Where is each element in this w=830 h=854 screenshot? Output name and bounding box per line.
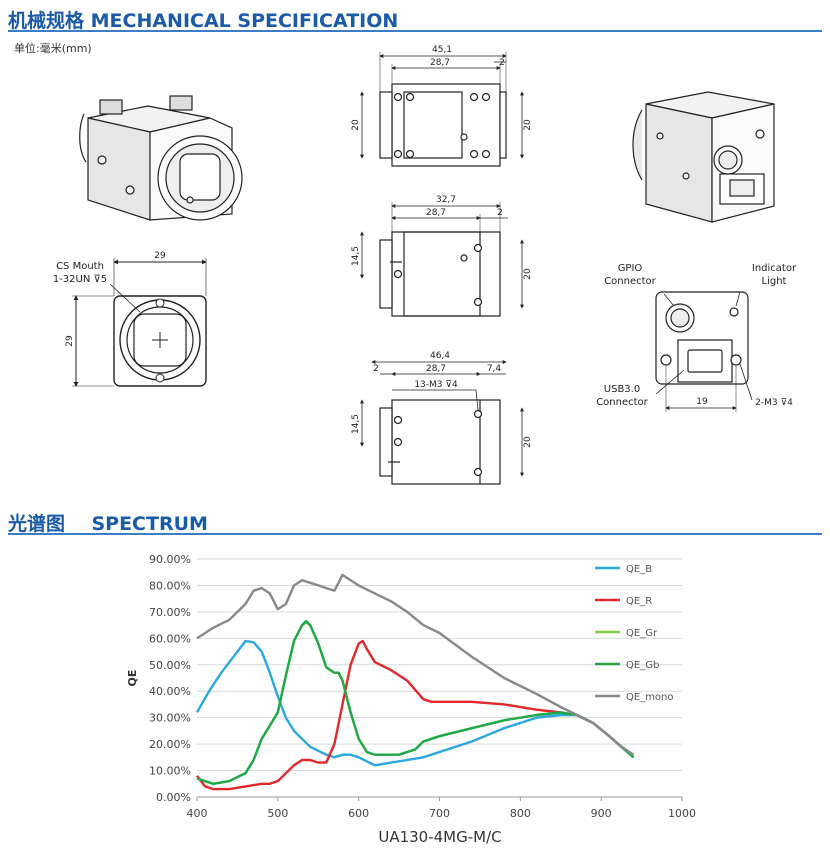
bottom-left-height-dim: 14,5 — [351, 414, 361, 434]
cs-mount-label: CS Mouth — [56, 261, 104, 272]
top-right-height-dim: 20 — [523, 119, 533, 131]
x-tick-label: 400 — [187, 807, 208, 820]
legend-label: QE_mono — [626, 692, 674, 703]
side-overall-dim: 32,7 — [436, 195, 456, 205]
chart-axes: 0.00% 10.00% 20.00% 30.00% 40.00% 50.00% 60.00… — [149, 553, 696, 820]
bottom-view-drawing — [379, 399, 501, 485]
y-tick-label: 50.00% — [149, 659, 191, 672]
qe-spectrum-chart: 0.00% 10.00% 20.00% 30.00% 40.00% 50.00% 60.00… — [126, 553, 696, 846]
top-overall-dim: 45,1 — [432, 45, 452, 55]
mechanical-title: 机械规格 MECHANICAL SPECIFICATION — [8, 10, 399, 32]
series-line-qe-b — [195, 639, 635, 767]
side-body-dim: 28,7 — [426, 208, 446, 218]
top-view-drawing — [379, 83, 507, 167]
side-right-height-dim: 20 — [523, 268, 533, 280]
section-divider — [8, 30, 822, 32]
mechanical-drawings: 29 29 CS Mouth 1-32UN ⊽5 45,1 28,7 2 20 … — [53, 45, 797, 485]
usb-connector-label: Connector — [596, 397, 648, 408]
series-line-qe-mono — [196, 573, 635, 756]
y-axis-label: QE — [126, 670, 139, 687]
x-tick-label: 900 — [591, 807, 612, 820]
x-axis-label: UA130-4MG-M/C — [378, 828, 501, 846]
legend-label: QE_Gb — [626, 660, 659, 671]
legend-label: QE_B — [626, 564, 652, 575]
top-left-height-dim: 20 — [351, 119, 361, 131]
rear-view-drawing — [655, 291, 749, 385]
rear-spacing-dim: 19 — [696, 397, 708, 407]
side-offset-dim: 2 — [497, 208, 503, 218]
bottom-right-height-dim: 20 — [523, 436, 533, 448]
front-height-dim: 29 — [65, 335, 75, 347]
chart-series — [195, 573, 635, 791]
y-tick-label: 30.00% — [149, 712, 191, 725]
bottom-body-dim: 28,7 — [426, 364, 446, 374]
mechanical-header: 机械规格 MECHANICAL SPECIFICATION — [8, 6, 822, 32]
camera-iso-back-illustration — [632, 91, 775, 223]
legend-label: QE_Gr — [626, 628, 658, 639]
top-body-dim: 28,7 — [430, 58, 450, 68]
spectrum-header: 光谱图 SPECTRUM — [8, 509, 822, 535]
gpio-connector-label: Connector — [604, 276, 656, 287]
section-divider — [8, 533, 822, 535]
y-tick-label: 90.00% — [149, 553, 191, 566]
bottom-left-offset-dim: 2 — [373, 364, 379, 374]
y-tick-label: 20.00% — [149, 738, 191, 751]
bottom-right-offset-dim: 7,4 — [487, 364, 502, 374]
series-line-qe-gb — [196, 619, 635, 785]
camera-iso-front-illustration — [79, 95, 243, 221]
series-line-qe-r — [196, 639, 635, 791]
x-tick-label: 700 — [429, 807, 450, 820]
y-tick-label: 70.00% — [149, 606, 191, 619]
bottom-overall-dim: 46,4 — [430, 351, 450, 361]
y-tick-label: 10.00% — [149, 765, 191, 778]
top-offset-dim: 2 — [499, 58, 505, 68]
bottom-screw-label: 13-M3 ⊽4 — [414, 380, 458, 390]
front-view-drawing — [72, 258, 207, 387]
y-tick-label: 60.00% — [149, 632, 191, 645]
y-tick-label: 0.00% — [156, 791, 191, 804]
y-tick-label: 40.00% — [149, 685, 191, 698]
front-width-dim: 29 — [154, 251, 166, 261]
legend-label: QE_R — [626, 596, 652, 607]
indicator-light-label: Light — [762, 276, 787, 287]
x-tick-label: 500 — [267, 807, 288, 820]
cs-mount-thread-label: 1-32UN ⊽5 — [53, 274, 107, 285]
x-tick-label: 800 — [510, 807, 531, 820]
usb-label: USB3.0 — [604, 384, 640, 395]
side-left-height-dim: 14,5 — [351, 246, 361, 266]
side-view-drawing — [379, 231, 501, 317]
x-tick-label: 600 — [348, 807, 369, 820]
unit-note: 单位:毫米(mm) — [14, 42, 92, 55]
gpio-label: GPIO — [618, 263, 643, 274]
rear-screw-label: 2-M3 ⊽4 — [755, 398, 793, 408]
x-tick-label: 1000 — [668, 807, 696, 820]
spectrum-title: 光谱图 SPECTRUM — [8, 513, 208, 535]
indicator-label: Indicator — [752, 263, 797, 274]
y-tick-label: 80.00% — [149, 579, 191, 592]
